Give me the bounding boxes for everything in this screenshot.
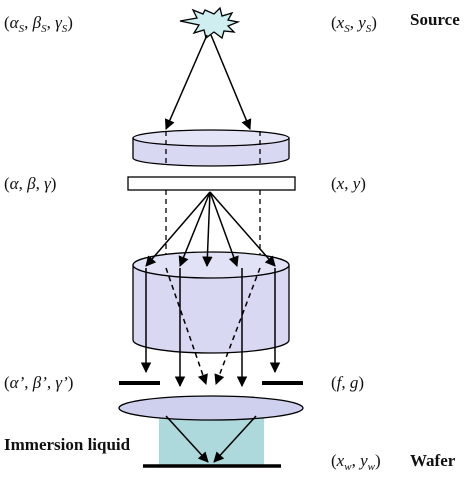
- source-angles-label: (αS, βS, γS): [4, 13, 73, 35]
- wafer-label: Wafer: [410, 451, 456, 470]
- diffraction-rays: [145, 191, 276, 268]
- immersion-liquid-label: Immersion liquid: [4, 435, 131, 454]
- final-lens: [118, 395, 304, 421]
- mask-coords-label: (x, y): [331, 174, 366, 193]
- pupil-angles-label: (α’, β’, γ’): [4, 373, 73, 392]
- projection-rays: [140, 267, 281, 388]
- source-coords-label: (xS, yS): [331, 13, 377, 35]
- wafer-coords-label: (xw, yw): [331, 451, 381, 473]
- immersion-liquid: [159, 412, 264, 465]
- mask-plate: [127, 176, 296, 191]
- pupil-coords-label: (f, g): [331, 373, 364, 392]
- mask-angles-label: (α, β, γ): [4, 174, 56, 193]
- condenser-lens: [132, 129, 290, 167]
- source-ray-left: [164, 34, 208, 130]
- source-ray-right: [210, 34, 252, 130]
- source-icon: [179, 6, 241, 40]
- source-label: Source: [410, 10, 460, 29]
- projection-lens: [132, 251, 290, 354]
